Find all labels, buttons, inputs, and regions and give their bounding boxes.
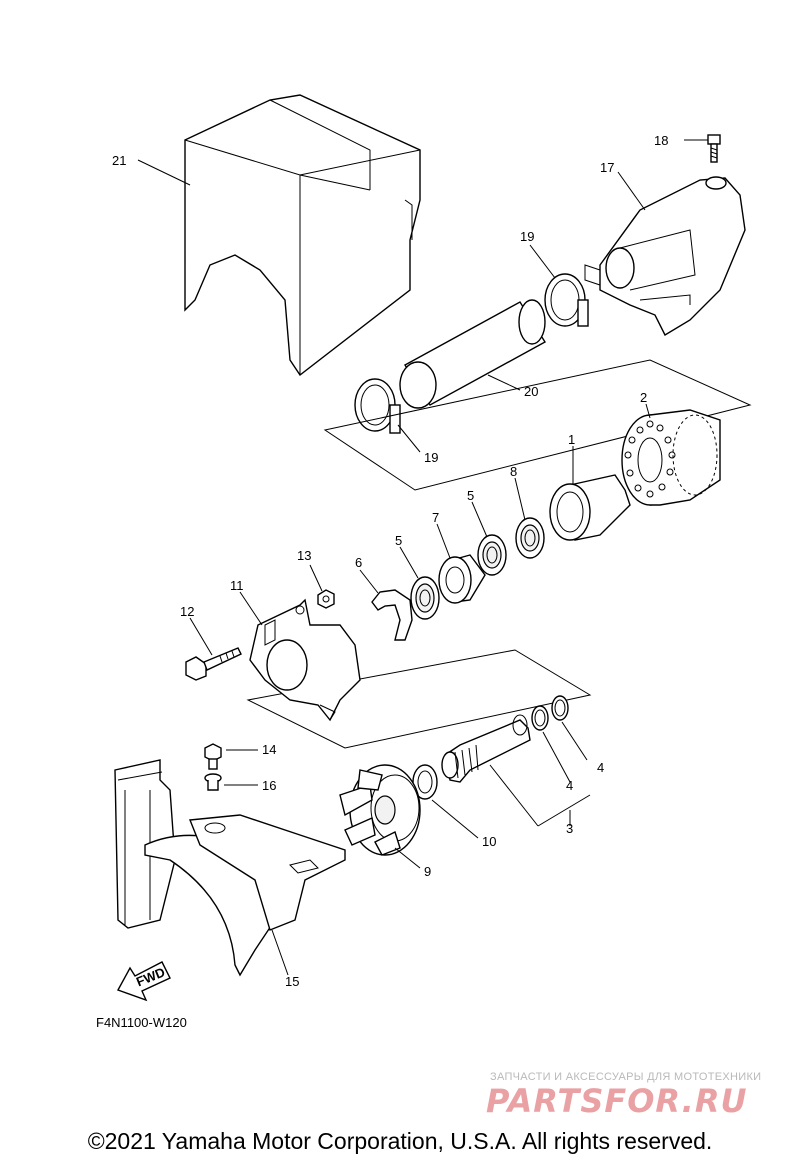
callout-15: 15 [285, 974, 299, 989]
part-10-washer [412, 764, 438, 800]
callout-4-right: 4 [597, 760, 604, 775]
callout-19-upper: 19 [520, 229, 534, 244]
part-5-oil-seal-lower [410, 576, 440, 620]
group-outline-middle [246, 649, 592, 749]
part-17-nozzle [584, 176, 746, 336]
group-outline-upper [323, 359, 752, 491]
callout-6: 6 [355, 555, 362, 570]
part-1-sleeve [549, 474, 631, 541]
callout-8: 8 [510, 464, 517, 479]
watermark-logo: PARTSFOR.RU [486, 1082, 748, 1120]
copyright-notice: ©2021 Yamaha Motor Corporation, U.S.A. A… [87, 1128, 713, 1154]
callout-20: 20 [524, 384, 538, 399]
part-15-intake-duct [114, 759, 346, 977]
part-7-bearing [438, 554, 486, 604]
part-5-oil-seal-upper [477, 534, 507, 576]
callout-12: 12 [180, 604, 194, 619]
watermark-tagline: ЗАПЧАСТИ И АКСЕССУАРЫ ДЛЯ МОТОТЕХНИКИ [490, 1071, 762, 1083]
part-19-clamp-lower [354, 378, 401, 434]
callout-2: 2 [640, 390, 647, 405]
leader-lines [137, 139, 708, 976]
fwd-arrow-icon: FWD [116, 961, 171, 1002]
part-8-oil-seal [515, 517, 545, 559]
callout-19-lower: 19 [424, 450, 438, 465]
part-19-clamp-upper [544, 273, 589, 327]
callout-5-upper: 5 [467, 488, 474, 503]
part-11-duct [249, 598, 361, 722]
figure-code: F4N1100-W120 [96, 1015, 187, 1030]
part-9-impeller [339, 764, 421, 856]
callout-1: 1 [568, 432, 575, 447]
part-4-o-rings [531, 695, 569, 731]
part-13-nut [317, 589, 335, 609]
part-21-cover [184, 94, 421, 377]
callout-21: 21 [112, 153, 126, 168]
callout-10: 10 [482, 834, 496, 849]
callout-16: 16 [262, 778, 276, 793]
part-14-bolt [204, 743, 222, 770]
part-3-shaft [441, 714, 531, 783]
callout-11: 11 [230, 578, 244, 593]
callout-3: 3 [566, 821, 573, 836]
callout-4-left: 4 [566, 778, 573, 793]
callout-7: 7 [432, 510, 439, 525]
callout-14: 14 [262, 742, 276, 757]
callout-5-lower: 5 [395, 533, 402, 548]
callout-17: 17 [600, 160, 614, 175]
part-12-bolt [185, 647, 242, 681]
part-6-snap-ring [371, 589, 413, 641]
part-20-hose [399, 299, 546, 409]
callout-9: 9 [424, 864, 431, 879]
part-16-collar [204, 773, 222, 791]
part-18-bolt [707, 134, 721, 163]
callout-13: 13 [297, 548, 311, 563]
part-2-liner [621, 409, 721, 506]
callout-numbers: 21 18 17 19 20 19 2 1 8 5 7 5 6 13 11 12… [112, 133, 668, 989]
callout-18: 18 [654, 133, 668, 148]
